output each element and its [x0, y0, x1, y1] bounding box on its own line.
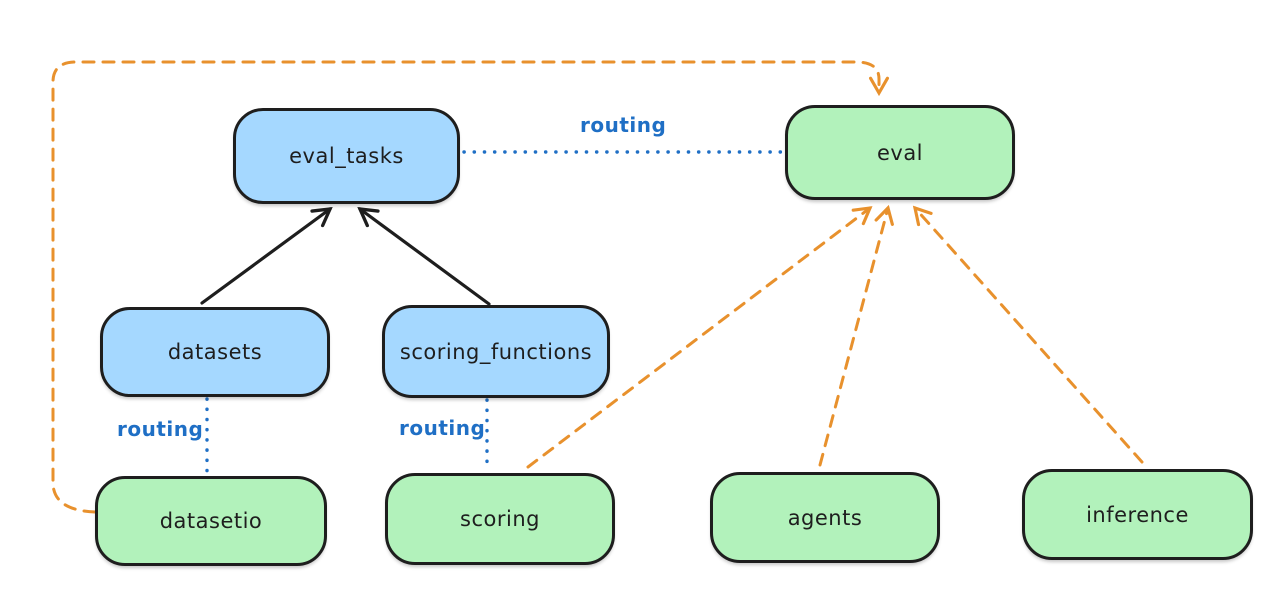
node-eval-label: eval	[876, 140, 924, 165]
node-inference: inference	[1022, 469, 1253, 560]
edge-label-routing-datasets-datasetio: routing	[117, 417, 204, 441]
node-datasetio: datasetio	[95, 476, 327, 566]
node-scoring-label: scoring	[460, 507, 540, 531]
node-datasets: datasets	[100, 307, 330, 397]
edge-scoring_functions-to-eval_tasks	[357, 206, 491, 306]
node-inference-label: inference	[1086, 502, 1189, 527]
node-eval: eval	[785, 105, 1015, 200]
edge-label-routing-scoring_functions-scoring: routing	[399, 416, 486, 440]
node-datasets-label: datasets	[167, 340, 263, 364]
edge-scoring-to-eval	[526, 206, 873, 469]
node-scoring-functions-label: scoring_functions	[399, 339, 593, 364]
node-scoring: scoring	[385, 473, 615, 565]
edge-agents-to-eval	[818, 204, 894, 467]
edge-inference-to-eval	[912, 205, 1144, 464]
node-eval-tasks: eval_tasks	[233, 108, 460, 204]
node-datasetio-label: datasetio	[159, 509, 263, 533]
node-agents-label: agents	[787, 505, 863, 530]
node-scoring-functions: scoring_functions	[382, 305, 610, 398]
edge-label-routing-eval_tasks-eval: routing	[580, 113, 667, 137]
edge-datasets-to-eval_tasks	[200, 206, 333, 305]
node-eval-tasks-label: eval_tasks	[289, 144, 404, 168]
node-agents: agents	[710, 472, 940, 563]
